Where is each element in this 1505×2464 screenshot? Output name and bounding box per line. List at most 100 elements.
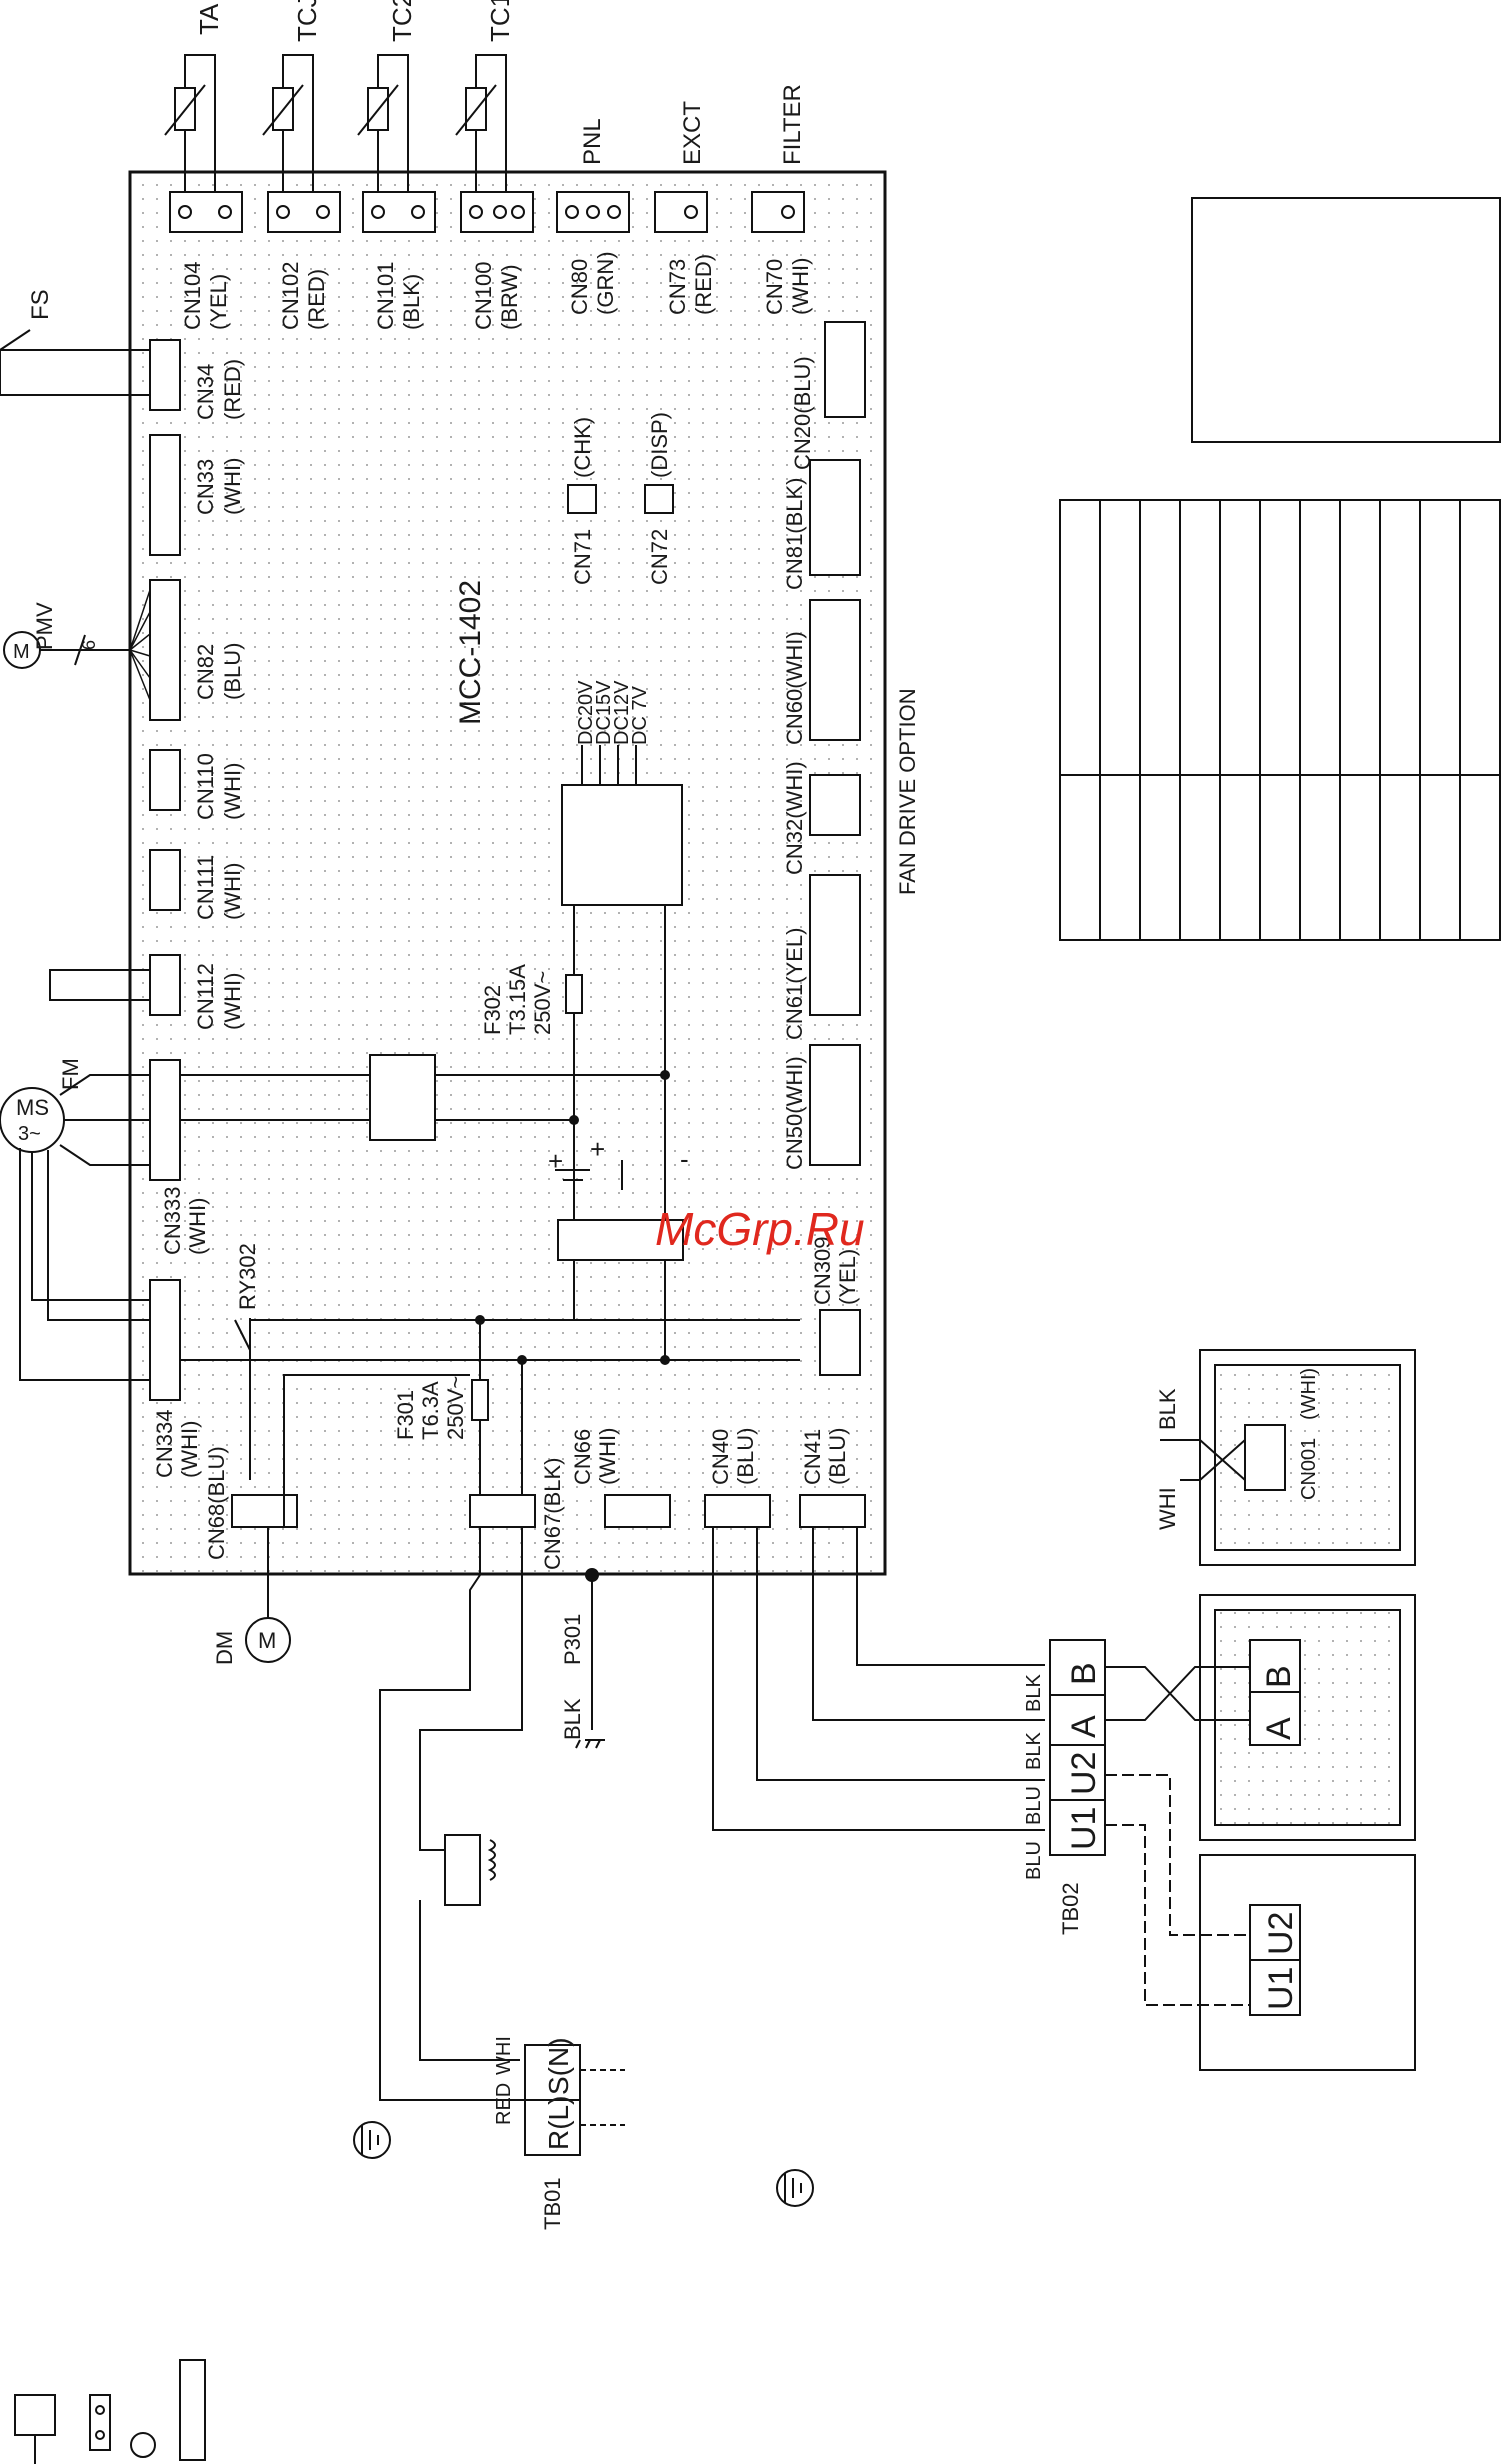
cn333-connector — [149, 1059, 181, 1181]
tb02-wire-2: BLU — [1023, 1786, 1045, 1825]
cn72-desc: (DISP) — [647, 412, 672, 478]
f301-fuse — [471, 1379, 489, 1421]
cn104-label: CN104 — [180, 262, 205, 330]
blk-ground-label: BLK — [560, 1698, 585, 1740]
cn309-connector — [819, 1309, 861, 1376]
f301-name: F301 — [393, 1390, 418, 1440]
noise-filter-coil — [487, 1839, 496, 1881]
tb02-wire-3: BLK — [1023, 1732, 1045, 1770]
cn80-label: CN80 — [567, 259, 592, 315]
tb01-sn: S(N) — [543, 2037, 574, 2095]
tb02-wire-4: BLK — [1023, 1674, 1045, 1712]
cn70-color: (WHI) — [788, 258, 813, 315]
ground-icon — [575, 1739, 605, 1749]
p301-label: P301 — [560, 1614, 585, 1665]
cn001-connector — [1244, 1424, 1286, 1491]
cn34-label: CN34 — [193, 364, 218, 420]
cn102-color: (RED) — [304, 269, 329, 330]
cn71-label: CN71 — [570, 529, 595, 585]
cn68-label: CN68(BLU) — [204, 1446, 229, 1560]
cn50-label: CN50(WHI) — [782, 1056, 807, 1170]
cn71-jumper — [567, 484, 597, 514]
f302-name: F302 — [480, 985, 505, 1035]
tb01-wire-red: RED — [493, 2083, 515, 2125]
cn333-color: (WHI) — [185, 1198, 210, 1255]
cn100-color: (BRW) — [497, 264, 522, 330]
legend-table — [1059, 499, 1501, 941]
cn100-label: CN100 — [471, 262, 496, 330]
remote-a: A — [1260, 1717, 1298, 1740]
cn112-loop — [49, 969, 150, 1001]
exct-label: EXCT — [679, 101, 706, 165]
fan-drive-option: FAN DRIVE OPTION — [895, 688, 920, 895]
f302-voltage: 250V~ — [530, 971, 555, 1035]
cn70-label: CN70 — [762, 259, 787, 315]
sensor-tcj-label: TCJ — [292, 0, 322, 42]
cn110-connector — [149, 749, 181, 811]
earth-icon-2 — [776, 2169, 814, 2207]
ry302-label: RY302 — [235, 1243, 260, 1310]
pcb-board — [128, 170, 887, 1576]
fm-label: FM — [58, 1058, 83, 1090]
cn001-label: CN001 — [1298, 1438, 1320, 1500]
tb01-terminal-block — [524, 2044, 581, 2156]
cn41-connector — [799, 1494, 866, 1528]
cn111-label: CN111 — [193, 855, 218, 920]
fs-label: FS — [27, 289, 54, 320]
cn72-label: CN72 — [647, 529, 672, 585]
cn001-wire-blk: BLK — [1155, 1388, 1180, 1430]
dc-out-2: DC15V — [593, 680, 615, 745]
cn80-color: (GRN) — [593, 251, 618, 315]
cn68-connector — [231, 1494, 298, 1528]
cn32-label: CN32(WHI) — [782, 761, 807, 875]
dc-out-4: DC 7V — [629, 685, 651, 745]
cn333-label: CN333 — [160, 1187, 185, 1255]
cn71-desc: (CHK) — [570, 417, 595, 478]
cn61-label: CN61(YEL) — [782, 928, 807, 1040]
cn110-color: (WHI) — [220, 763, 245, 820]
plus-sign-1: + — [548, 1146, 563, 1176]
cn40-connector — [704, 1494, 771, 1528]
cn001-wire-whi: WHI — [1155, 1487, 1180, 1530]
remote-ab-inner — [1214, 1609, 1401, 1826]
watermark: McGrp.Ru — [655, 1203, 865, 1255]
sensor-tc2-label: TC2 — [387, 0, 417, 42]
dm-motor-symbol: M — [258, 1628, 276, 1653]
tb02-name: TB02 — [1058, 1882, 1083, 1935]
sensor-group — [164, 54, 507, 192]
cn309-label: CN309 — [810, 1237, 835, 1305]
cn112-color: (WHI) — [220, 973, 245, 1030]
cn112-label: CN112 — [193, 963, 218, 1030]
cn101-color: (BLK) — [399, 274, 424, 330]
cn34-color: (RED) — [220, 359, 245, 420]
remote-u1: U1 — [1262, 1967, 1300, 2010]
sensor-tc1-label: TC1 — [485, 0, 515, 42]
dm-label: DM — [212, 1631, 237, 1665]
tb02-u1: U1 — [1065, 1807, 1103, 1850]
cn72-jumper — [644, 484, 674, 514]
legend-symbols — [14, 2359, 206, 2464]
remote-b: B — [1260, 1665, 1298, 1688]
dc-out-1: DC20V — [575, 680, 597, 745]
pmv-motor-symbol: M — [13, 641, 30, 663]
legend-box-top — [1191, 197, 1501, 443]
cn110-label: CN110 — [193, 753, 218, 820]
cn112-connector — [149, 954, 181, 1016]
f302-fuse — [565, 974, 583, 1014]
cn334-connector — [149, 1279, 181, 1401]
pmv-label: PMV — [32, 602, 57, 650]
cn101-label: CN101 — [373, 262, 398, 330]
cn73-label: CN73 — [665, 259, 690, 315]
cn33-connector — [149, 434, 181, 556]
cn20-connector — [824, 321, 866, 418]
remote-u-box — [1199, 1854, 1416, 2071]
cn82-color: (BLU) — [220, 643, 245, 700]
sensor-ta-label: TA — [194, 3, 224, 35]
tb02-wire-1: BLU — [1023, 1841, 1045, 1880]
cn40-color: (BLU) — [733, 1428, 758, 1485]
cn66-color: (WHI) — [595, 1428, 620, 1485]
tb01-name: TB01 — [540, 2177, 565, 2230]
remote-u2: U2 — [1262, 1912, 1300, 1955]
tb01-wire-whi: WHI — [493, 2036, 515, 2075]
